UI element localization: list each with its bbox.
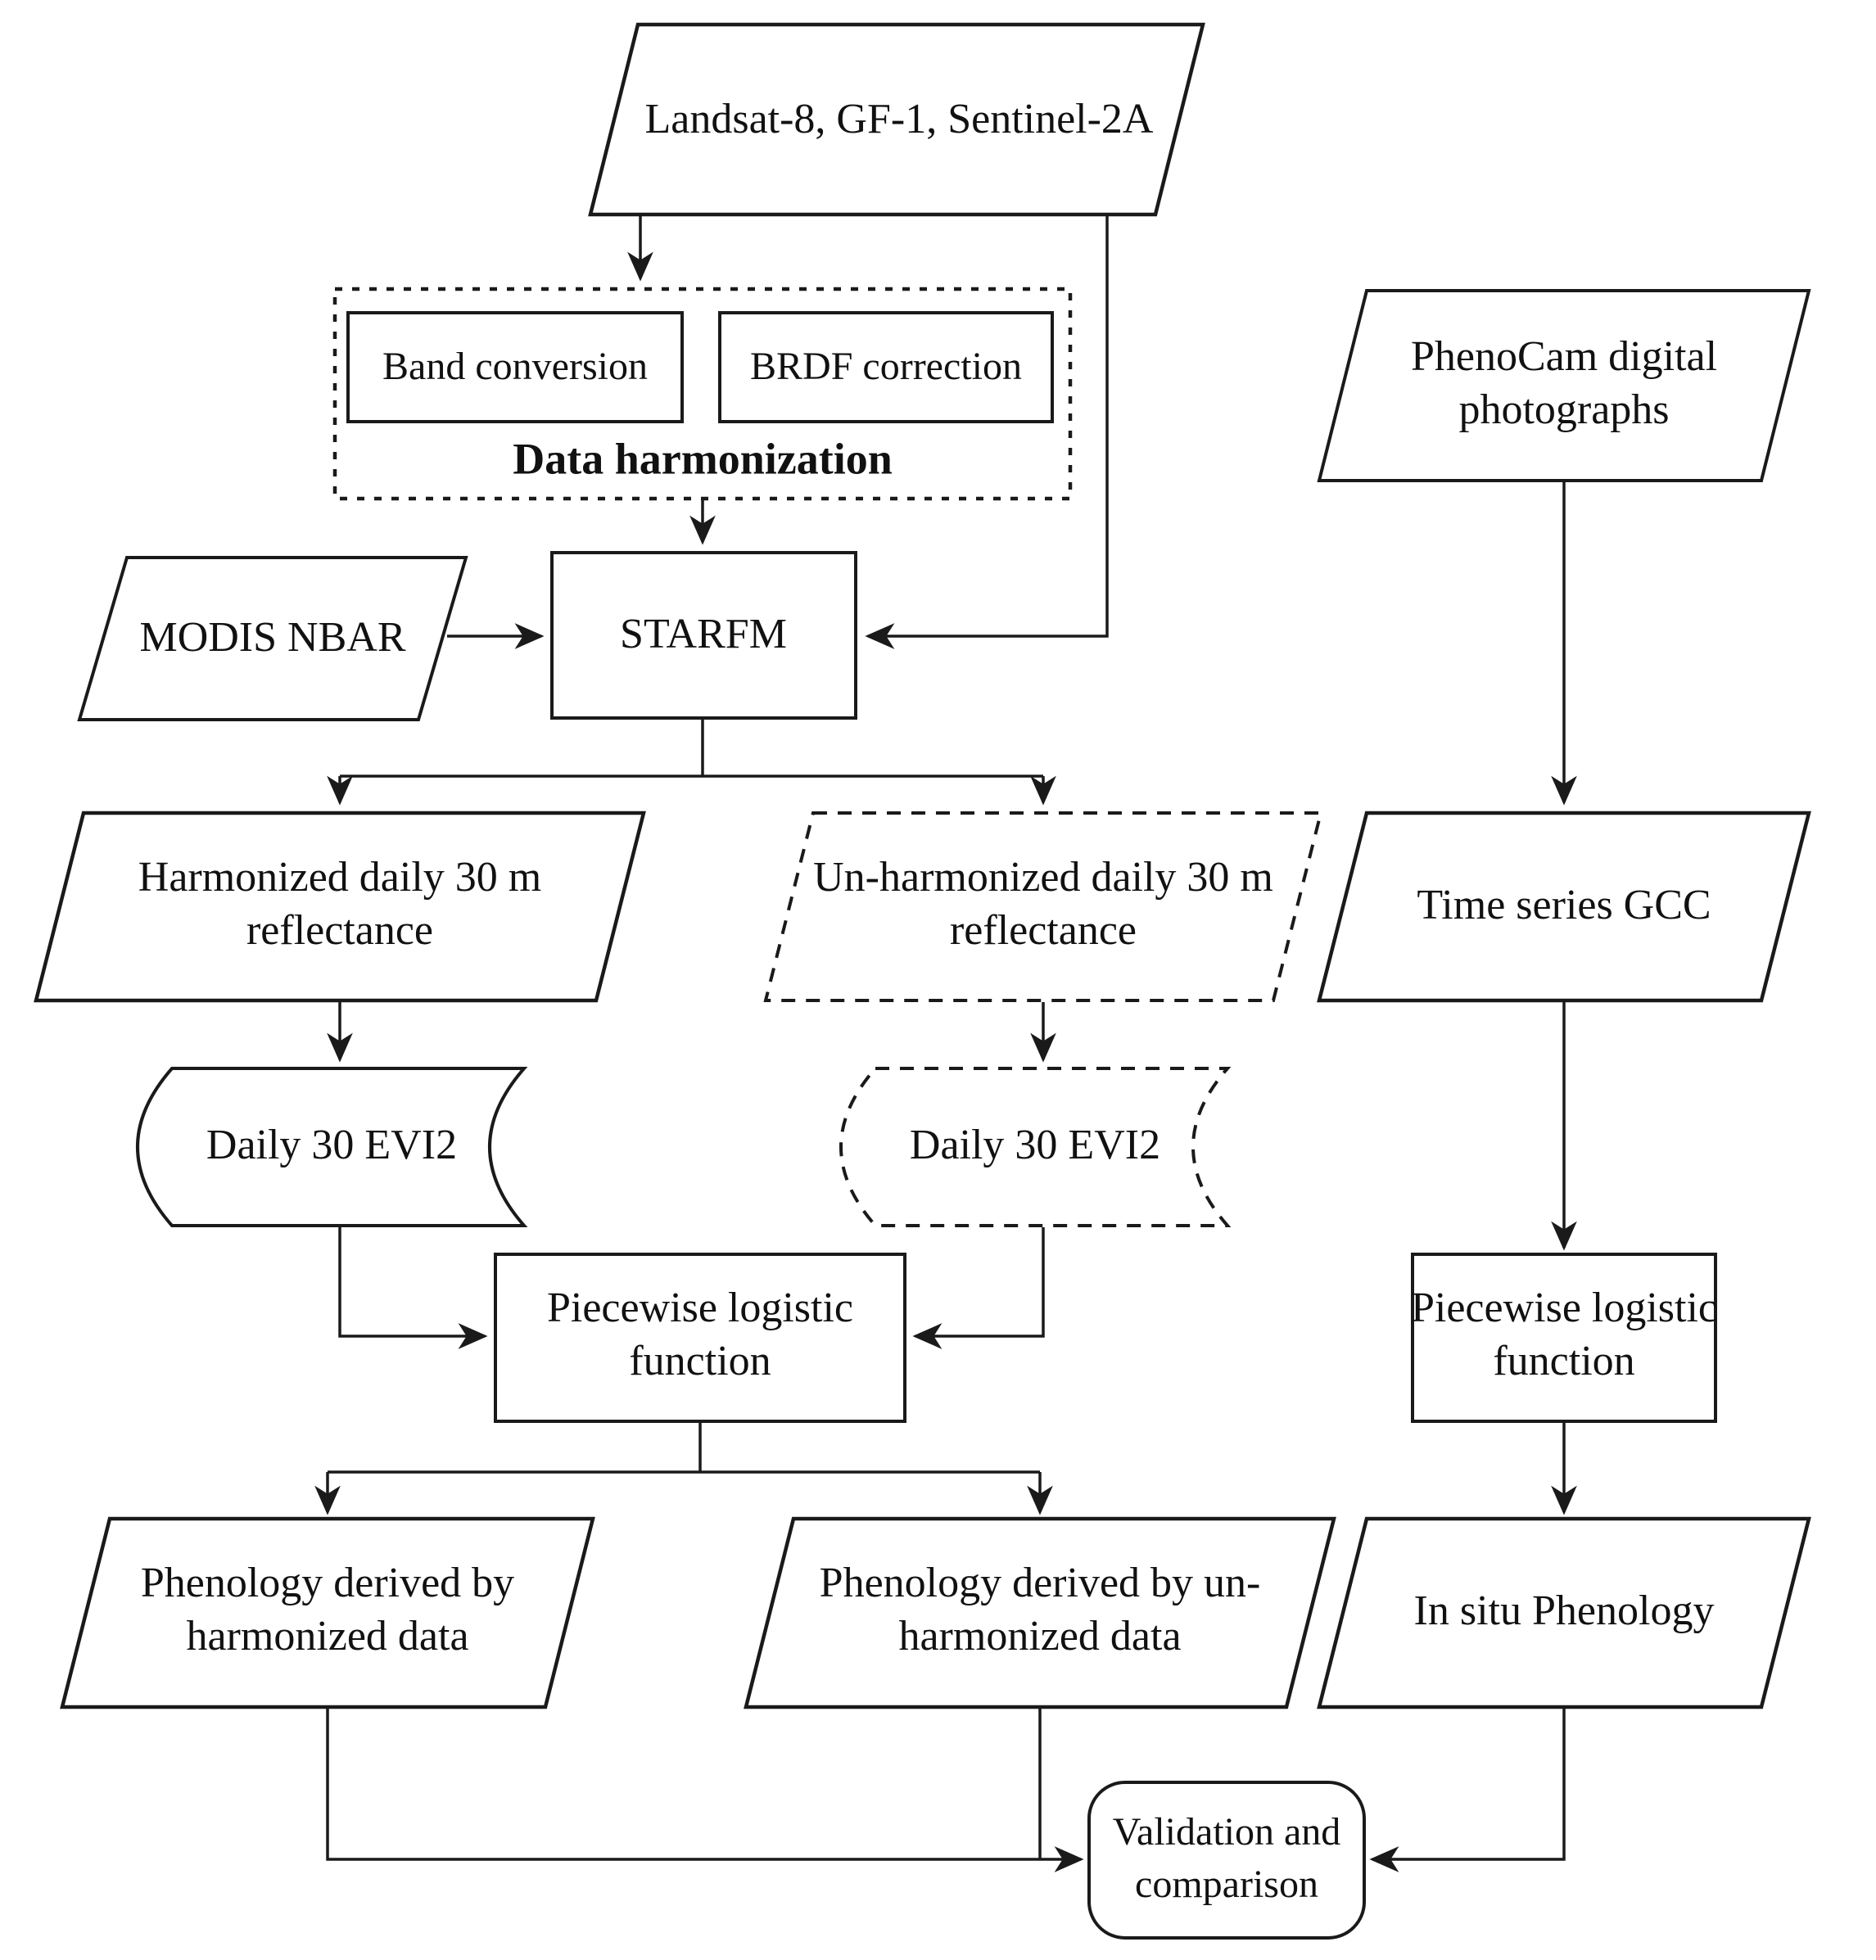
validation-line1: Validation and [1113, 1810, 1341, 1854]
edge-insitu-to-validation [1369, 1709, 1566, 1872]
landsat-label: Landsat-8, GF-1, Sentinel-2A [644, 96, 1153, 142]
node-modis-nbar: MODIS NBAR [77, 556, 468, 721]
starfm-box [550, 551, 857, 720]
unharmonized-reflectance-line2: reflectance [950, 907, 1137, 954]
phenology-unharmonized-line1: Phenology derived by un- [820, 1560, 1261, 1606]
edges [314, 216, 1577, 1872]
brdf-correction-label: BRDF correction [750, 345, 1022, 388]
evi2-harmonized-stored-data-shape [136, 1067, 528, 1227]
starfm-label: STARFM [620, 611, 787, 657]
piecewise-right-box [1411, 1253, 1717, 1423]
edge-piecewise-split [328, 1423, 1040, 1474]
piecewise-right-line1: Piecewise logistic [1411, 1285, 1717, 1331]
phenology-harmonized-line2: harmonized data [186, 1613, 468, 1660]
band-conversion-box [346, 311, 684, 423]
piecewise-right-line2: function [1493, 1338, 1634, 1384]
evi2-harmonized-label: Daily 30 EVI2 [206, 1122, 457, 1168]
validation-line2: comparison [1135, 1863, 1318, 1906]
node-harmonized-reflectance: Harmonized daily 30 m reflectance [34, 811, 646, 1003]
piecewise-mid-line2: function [629, 1338, 771, 1384]
modis-parallelogram [77, 556, 468, 721]
node-landsat: Landsat-8, GF-1, Sentinel-2A [588, 22, 1205, 217]
phenology-unharmonized-line2: harmonized data [898, 1613, 1181, 1660]
brdf-correction-box [718, 311, 1054, 423]
validation-rounded-box [1087, 1781, 1366, 1940]
modis-label: MODIS NBAR [139, 614, 405, 661]
edge-phenharm-to-validation [326, 1709, 1084, 1872]
landsat-parallelogram [588, 22, 1205, 217]
unharmonized-reflectance-parallelogram [763, 811, 1323, 1002]
node-piecewise-mid: Piecewise logistic function [494, 1253, 906, 1423]
gcc-parallelogram [1317, 811, 1811, 1003]
node-data-harmonization: Band conversion BRDF correction Data har… [332, 287, 1073, 501]
edge-evi2solid-to-piecewise [338, 1227, 488, 1349]
phenology-harmonized-line1: Phenology derived by [141, 1560, 514, 1606]
node-evi2-unharmonized: Daily 30 EVI2 [839, 1067, 1232, 1227]
node-starfm: STARFM [550, 551, 857, 720]
unharmonized-reflectance-line1: Un-harmonized daily 30 m [813, 854, 1273, 901]
node-phenology-harmonized: Phenology derived by harmonized data [60, 1516, 595, 1709]
piecewise-mid-line1: Piecewise logistic [547, 1285, 853, 1331]
phenocam-label-line1: PhenoCam digital [1411, 333, 1717, 380]
node-unharmonized-reflectance: Un-harmonized daily 30 m reflectance [763, 811, 1323, 1002]
phenology-unharmonized-parallelogram [744, 1516, 1336, 1709]
phenocam-parallelogram [1317, 289, 1811, 482]
harmonized-reflectance-line1: Harmonized daily 30 m [138, 854, 541, 901]
node-validation: Validation and comparison [1087, 1781, 1366, 1940]
edge-landsat-to-starfm [865, 216, 1109, 649]
node-time-series-gcc: Time series GCC [1317, 811, 1811, 1003]
gcc-label: Time series GCC [1417, 882, 1711, 928]
harmonized-reflectance-parallelogram [34, 811, 646, 1003]
node-phenology-unharmonized: Phenology derived by un- harmonized data [744, 1516, 1336, 1709]
phenology-harmonized-parallelogram [60, 1516, 595, 1709]
insitu-label: In situ Phenology [1414, 1587, 1715, 1634]
edge-evi2dashed-to-piecewise [912, 1227, 1045, 1349]
band-conversion-label: Band conversion [382, 345, 648, 388]
node-insitu-phenology: In situ Phenology [1317, 1516, 1811, 1709]
edge-starfm-split [340, 720, 1043, 778]
data-harmonization-label: Data harmonization [513, 434, 892, 483]
node-piecewise-right: Piecewise logistic function [1411, 1253, 1717, 1423]
insitu-parallelogram [1317, 1516, 1811, 1709]
harmonized-reflectance-line2: reflectance [246, 907, 433, 954]
piecewise-mid-box [494, 1253, 906, 1423]
node-phenocam: PhenoCam digital photographs [1317, 289, 1811, 482]
evi2-unharmonized-stored-data-shape [839, 1067, 1232, 1227]
evi2-unharmonized-label: Daily 30 EVI2 [910, 1122, 1160, 1168]
node-evi2-harmonized: Daily 30 EVI2 [136, 1067, 528, 1227]
phenocam-label-line2: photographs [1458, 386, 1669, 433]
